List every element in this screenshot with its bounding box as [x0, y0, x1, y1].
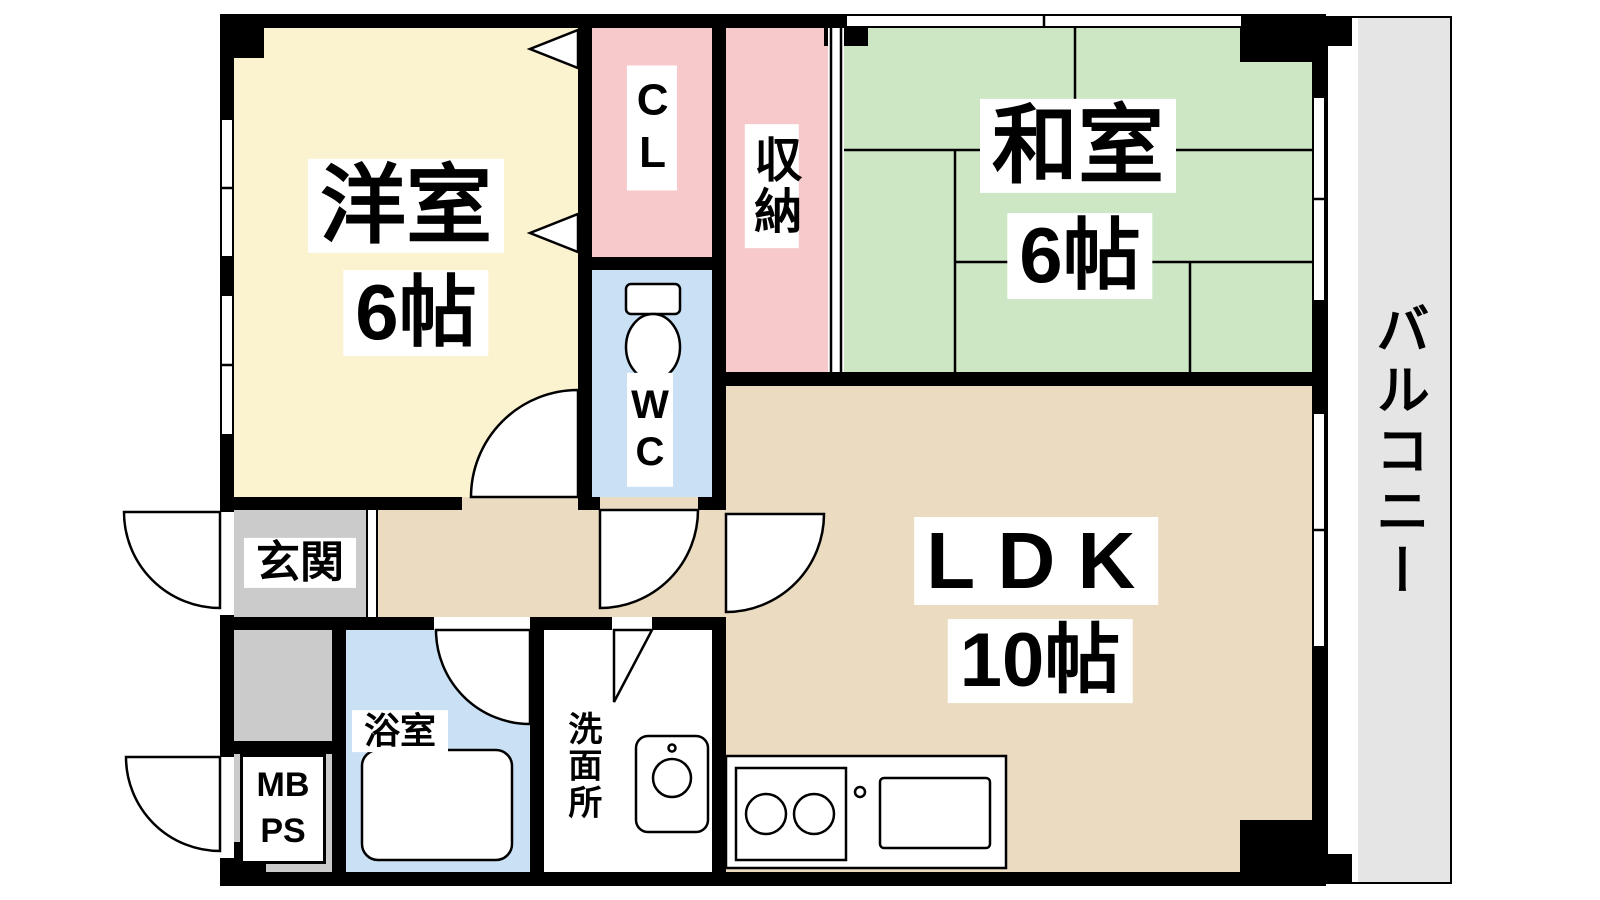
door-arc-entrance — [122, 510, 222, 610]
label-western-size: 6帖 — [343, 270, 489, 356]
opening-bath-door — [434, 617, 530, 630]
label-closet: CL — [626, 65, 678, 191]
column-top-left — [220, 14, 264, 58]
wall-bottom — [220, 872, 1326, 886]
opening-western-door — [462, 497, 578, 510]
label-meter-pipe-space: MB PS — [240, 754, 326, 864]
entrance-step — [366, 510, 378, 617]
opening-wc-door — [600, 497, 698, 510]
hallway — [378, 510, 726, 617]
column-top-right — [1240, 14, 1326, 62]
door-arc-mb — [124, 755, 222, 853]
label-balcony: バルコニー — [1367, 300, 1428, 604]
label-storage: 収納 — [744, 124, 800, 248]
wall-cl-wc — [578, 257, 726, 270]
room-japanese — [828, 28, 1312, 372]
balcony-wall-stub-bottom — [1326, 854, 1352, 884]
window-ldk-balcony — [1312, 412, 1326, 648]
window-japanese-right — [1312, 96, 1326, 302]
label-japanese-room: 和室 — [980, 98, 1176, 194]
window-japanese-top — [845, 14, 1243, 28]
window-western-left-1 — [220, 118, 234, 258]
label-ldk-size: 10帖 — [947, 619, 1133, 703]
label-washroom: 洗面所 — [561, 700, 601, 832]
label-ldk: LDK — [914, 517, 1158, 605]
label-western-room: 洋室 — [308, 158, 504, 254]
balcony-wall-stub-top — [1326, 16, 1352, 46]
label-japanese-size: 6帖 — [1007, 213, 1153, 299]
balcony-floor — [1358, 18, 1450, 882]
wall-center-vertical — [712, 14, 726, 886]
room-western — [234, 28, 578, 497]
wall-bath-washroom — [530, 617, 544, 886]
opening-ldk-door — [712, 510, 726, 617]
wall-japanese-ldk — [712, 372, 1326, 386]
window-western-left-2 — [220, 294, 234, 436]
opening-entrance-door — [220, 512, 234, 615]
opening-washroom-door — [612, 617, 652, 630]
opening-mb-door — [220, 757, 234, 858]
label-bathroom: 浴室 — [351, 710, 449, 752]
label-entrance: 玄関 — [244, 537, 356, 589]
column-bottom-right — [1240, 820, 1326, 886]
balcony — [1326, 16, 1452, 884]
label-wc: WC — [627, 372, 673, 488]
wall-mb-top — [220, 741, 346, 754]
